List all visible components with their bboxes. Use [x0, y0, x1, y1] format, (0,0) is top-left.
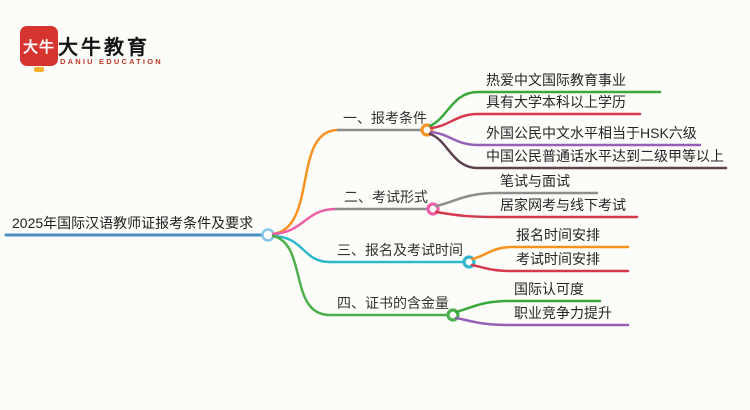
root-node-label: 2025年国际汉语教师证报考条件及要求 [12, 215, 254, 231]
branch-1-child-4-line [428, 132, 728, 170]
branch-1-child-3-label: 外国公民中文水平相当于HSK六级 [486, 125, 697, 141]
branch-4-child-2-label: 职业竞争力提升 [514, 305, 612, 321]
branch-3-child-1-label: 报名时间安排 [516, 227, 600, 243]
branch-4-label: 四、证书的含金量 [337, 295, 449, 311]
logo-title: 大牛教育 [58, 37, 150, 59]
branch-3-child-1-line [470, 245, 630, 261]
branch-1-label: 一、报考条件 [343, 110, 427, 126]
branch-2-curve [271, 207, 338, 236]
logo-stamp-icon: 大牛 [20, 26, 58, 66]
branch-2-child-2-label: 居家网考与线下考试 [500, 197, 626, 213]
logo-subtitle: DANIU EDUCATION [60, 57, 163, 66]
branch-4-child-1-label: 国际认可度 [514, 281, 584, 297]
branch-3-child-2-label: 考试时间安排 [516, 251, 600, 267]
branch-1-child-2-label: 具有大学本科以上学历 [486, 94, 626, 110]
branch-1-child-4-label: 中国公民普通话水平达到二级甲等以上 [486, 148, 724, 164]
branch-4-child-1-line [454, 299, 602, 314]
branch-3-label: 三、报名及考试时间 [337, 242, 463, 258]
branch-1-end-dot [420, 123, 434, 137]
branch-4-curve [271, 234, 332, 317]
logo-stamp-accent [34, 67, 44, 72]
logo: 大牛 大牛教育 DANIU EDUCATION [20, 26, 240, 76]
branch-1-child-3-line [429, 130, 702, 147]
root-hub-dot [261, 228, 275, 242]
branch-1-curve [271, 128, 340, 236]
branch-2-child-1-label: 笔试与面试 [500, 173, 570, 189]
branch-1-child-2-line [429, 112, 642, 130]
branch-1-child-1-label: 热爱中文国际教育事业 [486, 72, 626, 88]
branch-1-child-1-line [428, 90, 662, 128]
branch-4-child-2-line [454, 316, 630, 327]
branch-3-curve [271, 234, 332, 264]
branch-2-label: 二、考试形式 [344, 189, 428, 205]
branch-2-child-1-line [434, 191, 599, 208]
branch-2-child-2-line [434, 210, 639, 219]
branch-3-child-2-line [470, 263, 630, 273]
